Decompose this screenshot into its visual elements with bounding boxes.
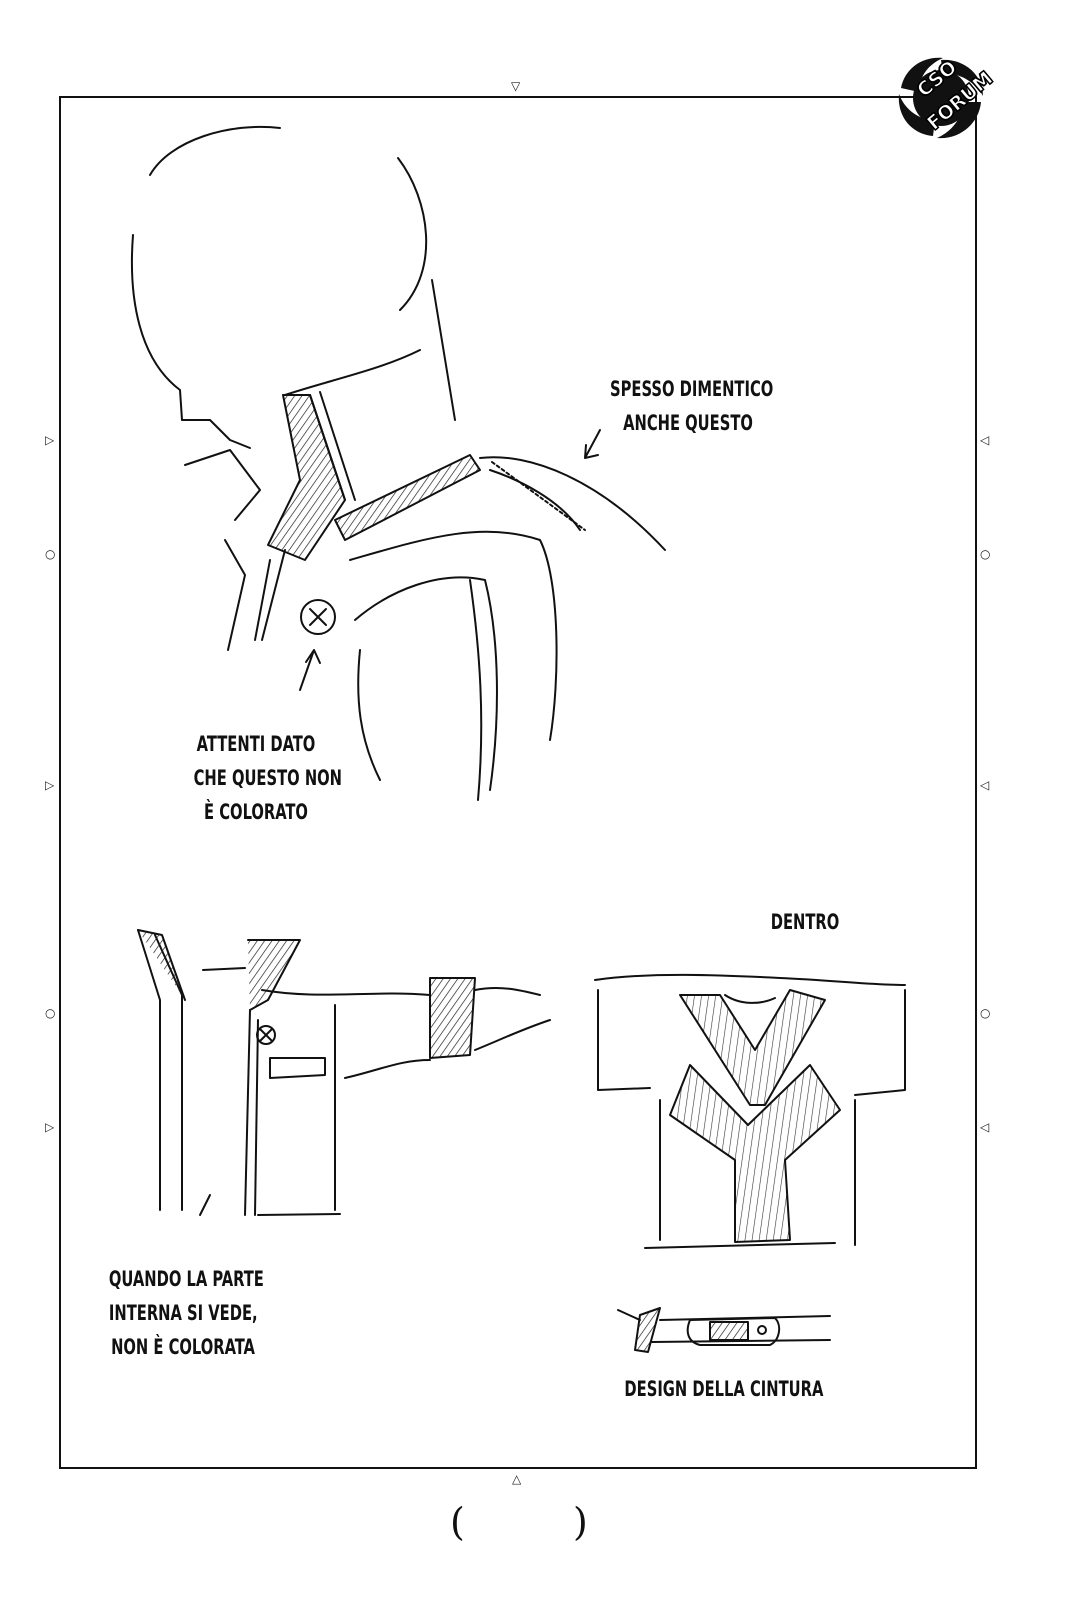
page-number-close-paren: ) <box>573 1500 588 1544</box>
annotation-line: NON È COLORATA <box>111 1335 255 1359</box>
annotation-line: È COLORATO <box>204 800 308 824</box>
swirl-icon <box>898 57 983 139</box>
annotation-line: CHE QUESTO NON <box>193 766 343 790</box>
annotation-line: ANCHE QUESTO <box>623 411 753 435</box>
annotation-inner-part-note: QUANDO LA PARTE INTERNA SI VEDE, NON È C… <box>108 1262 264 1364</box>
registration-mark-left-2: ▷ <box>45 778 55 792</box>
registration-mark-left-circle-1: ○ <box>45 547 56 561</box>
registration-mark-right-2: ◁ <box>980 778 990 792</box>
page-number-open-paren: ( <box>450 1500 465 1544</box>
registration-mark-bottom: △ <box>512 1472 522 1486</box>
annotation-collar-note: SPESSO DIMENTICO ANCHE QUESTO <box>610 372 774 440</box>
annotation-belt-note: DESIGN DELLA CINTURA <box>624 1377 824 1401</box>
registration-mark-left-1: ▷ <box>45 433 55 447</box>
annotation-line: ATTENTI DATO <box>196 732 316 756</box>
inner-shirt-sketch <box>594 973 906 1249</box>
neck-collar-sketch <box>130 125 666 801</box>
registration-mark-right-1: ◁ <box>980 433 990 447</box>
cso-forum-logo: CSO FORUM <box>893 52 998 142</box>
panel-border <box>59 96 977 1469</box>
open-jacket-sketch <box>137 929 551 1216</box>
annotation-button-note: ATTENTI DATO CHE QUESTO NON È COLORATO <box>193 727 343 829</box>
registration-mark-left-circle-2: ○ <box>45 1006 56 1020</box>
registration-mark-right-circle-2: ○ <box>980 1006 991 1020</box>
registration-mark-left-3: ▷ <box>45 1120 55 1134</box>
annotation-inside-label: DENTRO <box>770 910 840 934</box>
annotation-line: INTERNA SI VEDE, <box>108 1301 258 1325</box>
annotation-line: SPESSO DIMENTICO <box>610 377 774 401</box>
registration-mark-right-3: ◁ <box>980 1120 990 1134</box>
annotation-line: QUANDO LA PARTE <box>108 1267 264 1291</box>
registration-mark-right-circle-1: ○ <box>980 547 991 561</box>
registration-mark-top: ▽ <box>511 79 521 93</box>
belt-sketch <box>617 1307 831 1353</box>
